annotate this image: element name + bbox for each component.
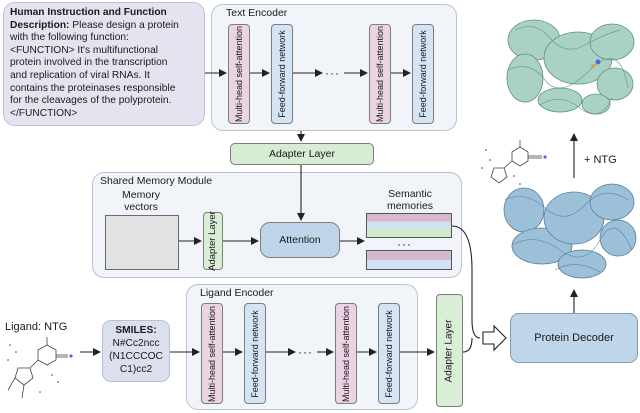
attention-block: Attention — [260, 222, 340, 258]
shared-memory-title: Shared Memory Module — [100, 175, 213, 187]
ligand-encoder-attention-block: Multi-head self-attention — [201, 303, 223, 404]
ligand-encoder-attention-block-n: Multi-head self-attention — [335, 303, 357, 404]
instruction-title: Human Instruction and Function Descripti… — [10, 7, 167, 31]
semantic-memories-label: Semantic memories — [386, 188, 434, 212]
protein-decoder: Protein Decoder — [510, 313, 638, 363]
text-encoder-dots: ··· — [325, 66, 340, 80]
ligand-encoder-ffn-block: Feed-forward network — [244, 303, 266, 404]
smiles-line: C1)cc2 — [119, 364, 153, 375]
semantic-memories-dots: ··· — [397, 237, 412, 251]
instruction-line: and replication of viral RNAs. It — [10, 69, 150, 81]
instruction-line: contains the proteinases responsible — [10, 82, 176, 94]
instruction-line: Please design a protein — [69, 19, 179, 31]
ligand-encoder-ffn-block-n: Feed-forward network — [378, 303, 400, 404]
merge-curve-ligand — [462, 337, 473, 353]
memory-vectors-block — [105, 215, 179, 270]
instruction-line: </FUNCTION> — [10, 107, 78, 119]
memory-vectors-label: Memory vectors — [122, 189, 160, 213]
hollow-arrow-to-decoder — [482, 324, 507, 352]
instruction-line: for the cleavages of the polyprotein. — [10, 95, 172, 107]
text-encoder-title: Text Encoder — [226, 7, 288, 19]
text-encoder-attention-block-n: Multi-head self-attention — [369, 24, 391, 124]
ligand-label: Ligand: NTG — [5, 321, 68, 333]
ntg-molecule-icon — [490, 140, 542, 184]
merge-curve-memory — [451, 225, 481, 339]
smiles-line: N#Cc2ncc — [112, 338, 160, 349]
smiles-title: SMILES: — [115, 325, 157, 336]
smiles-line: (N1CCCOC — [109, 351, 163, 362]
text-encoder-ffn-block: Feed-forward network — [271, 24, 293, 124]
ligand-adapter-layer: Adapter Layer — [436, 294, 463, 407]
instruction-box: Human Instruction and Function Descripti… — [3, 2, 205, 126]
text-encoder-attention-block: Multi-head self-attention — [228, 24, 250, 124]
semantic-memory-stack-2 — [366, 250, 452, 270]
plus-ntg-label: + NTG — [584, 154, 617, 166]
semantic-memory-stack-1 — [366, 213, 452, 238]
instruction-line: protein involved in the transcription — [10, 57, 168, 69]
protein-structure-bottom — [503, 183, 637, 279]
adapter-layer-top: Adapter Layer — [230, 143, 374, 165]
smiles-box: SMILES: N#Cc2ncc (N1CCCOC C1)cc2 — [102, 320, 170, 382]
instruction-line: with the following function: — [10, 32, 129, 44]
text-encoder-ffn-block-n: Feed-forward network — [412, 24, 434, 124]
ligand-encoder-dots: ··· — [298, 345, 313, 359]
ligand-molecule-icon — [7, 337, 68, 399]
instruction-line: <FUNCTION> It's multifunctional — [10, 44, 159, 56]
memory-adapter-layer: Adapter Layer — [203, 211, 223, 271]
ligand-encoder-title: Ligand Encoder — [200, 287, 274, 299]
